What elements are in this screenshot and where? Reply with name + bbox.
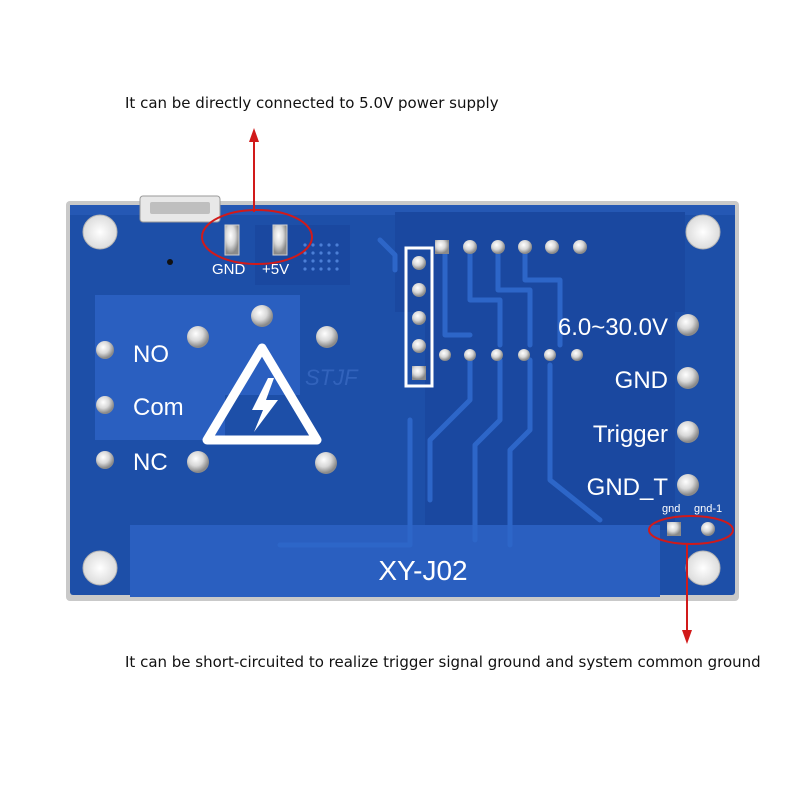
gnd-terminal-label: GND: [615, 367, 668, 394]
ic-pin1-pad: [435, 240, 449, 254]
model-label-band: [130, 525, 660, 597]
relay-solder-pads: [96, 305, 338, 474]
black-via: [167, 259, 173, 265]
component-area: [395, 212, 685, 312]
relay-label-band: [95, 295, 225, 440]
trigger-terminal-label: Trigger: [593, 421, 668, 448]
voltage-terminal-label: 6.0~30.0V: [558, 314, 668, 341]
vertical-header-outline: [404, 246, 434, 388]
pcb-top-highlight: [70, 205, 735, 215]
model-label: XY-J02: [378, 555, 467, 586]
arrow-down-icon: [682, 544, 692, 644]
top-annotation: It can be directly connected to 5.0V pow…: [125, 94, 499, 112]
relay-nc-label: NC: [133, 449, 168, 476]
power-pad-area: [255, 225, 350, 285]
gnd-jumper-label: gnd: [662, 503, 680, 515]
gnd-t-terminal-label: GND_T: [587, 474, 669, 501]
gnd-pad-label: GND: [212, 261, 246, 278]
ic-top-row-pads: [463, 240, 587, 254]
high-voltage-warning-icon: [202, 343, 322, 445]
relay-no-label: NO: [133, 341, 169, 368]
arrow-up-icon: [249, 128, 259, 212]
jumper-highlight: [648, 515, 734, 545]
power-pads-highlight: [201, 209, 313, 265]
gnd-power-pad: [224, 224, 240, 256]
pcb-traces: [277, 237, 603, 548]
vertical-header-pads: [412, 256, 426, 380]
bottom-annotation: It can be short-circuited to realize tri…: [125, 653, 761, 671]
via-grid: [303, 243, 339, 271]
plus5v-power-pad: [272, 224, 288, 256]
plus5v-pad-label: +5V: [262, 261, 289, 278]
ic-bottom-row-pads: [439, 349, 583, 361]
gnd1-jumper-label: gnd-1: [694, 503, 722, 515]
terminal-pads: [677, 314, 699, 496]
usb-connector-inner: [150, 202, 210, 214]
watermark: STJF: [305, 365, 359, 390]
mounting-holes: [82, 214, 721, 586]
relay-com-label: Com: [133, 394, 184, 421]
gnd1-jumper-pad: [701, 522, 715, 536]
gnd-jumper-pad: [667, 522, 681, 536]
